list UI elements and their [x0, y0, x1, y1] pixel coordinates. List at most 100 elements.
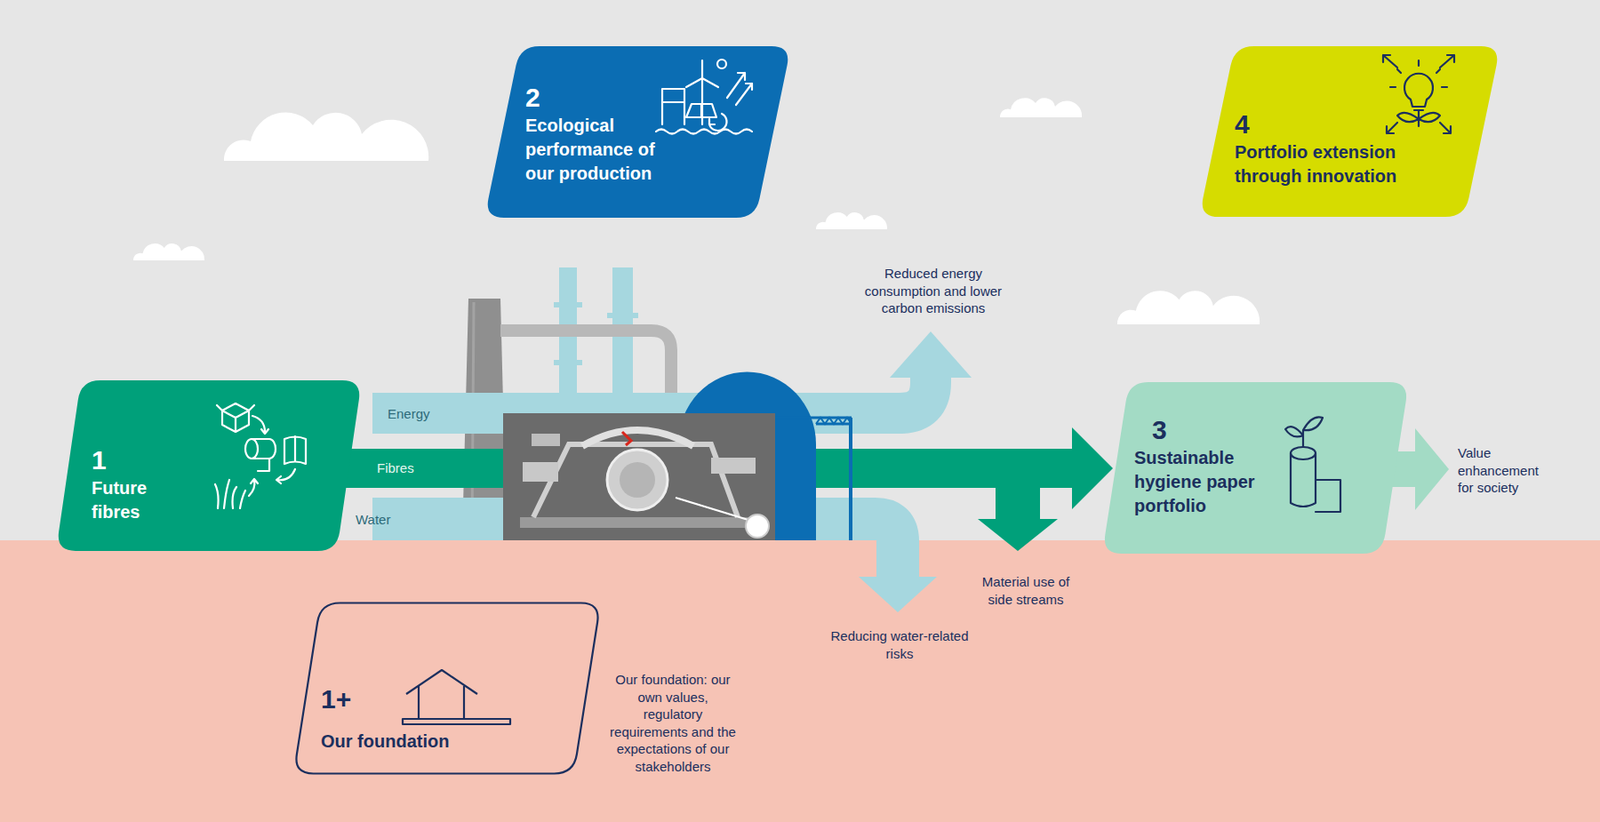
house-icon: [402, 670, 511, 725]
cloud: [224, 112, 429, 161]
innovation-icon: [1383, 55, 1455, 134]
theme-heading: Our foundation: [320, 729, 449, 754]
value-arrow: [1415, 428, 1449, 511]
fibres-icon: [248, 479, 258, 496]
arrow-head: [1072, 427, 1113, 510]
paper-machine: [503, 413, 776, 541]
cloud: [1000, 97, 1082, 118]
theme-heading: Ecological performance of our production: [525, 113, 681, 186]
truss: [816, 417, 852, 424]
portfolio-icon: [1290, 453, 1341, 512]
stack: [559, 267, 577, 419]
value-arrow: [1386, 451, 1417, 488]
theme-shape: [1104, 382, 1407, 554]
cloud: [133, 243, 205, 261]
truss: [848, 417, 853, 541]
cloud: [1117, 290, 1260, 325]
label-box: Reduced energy consumption and lower car…: [848, 264, 1018, 318]
energy-flow: [889, 331, 972, 378]
production-icon: [662, 88, 685, 125]
flow-label: Energy: [387, 405, 459, 424]
truss: [775, 417, 852, 541]
dome: [678, 371, 816, 541]
chimney: [462, 298, 507, 541]
theme-shape: [56, 380, 362, 552]
fibres-icon: [276, 469, 296, 484]
paper-machine: [582, 430, 694, 447]
portfolio-icon: [1285, 416, 1341, 512]
theme-shape: [1199, 46, 1501, 217]
pipe: [500, 330, 672, 418]
theme-heading: Portfolio extension through innovation: [1234, 140, 1435, 189]
paper-machine: [711, 457, 756, 474]
label-box: Value enhancement for society: [1457, 444, 1556, 497]
theme-box: 4Portfolio extension through innovation: [1199, 46, 1501, 217]
chimney: [462, 298, 507, 541]
flow-arrow: [335, 427, 1113, 510]
theme-heading: Future fibres: [91, 476, 172, 525]
dome: [678, 371, 816, 541]
paper-machine: [675, 497, 752, 521]
flow-label-box: Fibres: [375, 459, 416, 478]
flow-label: Reducing water-related risks: [826, 627, 974, 663]
production-icon: [686, 60, 719, 125]
cloud: [816, 212, 888, 230]
fibres-icon: [284, 436, 306, 464]
production-icon: [656, 129, 752, 135]
paper-machine: [745, 514, 769, 538]
paper-machine: [607, 449, 668, 511]
paper-machine: [533, 444, 738, 518]
label-box: Reducing water-related risks: [826, 627, 974, 663]
pipe: [500, 330, 672, 418]
theme-shape: [1102, 382, 1409, 554]
theme-shape: [1202, 46, 1498, 217]
text-group: 3Sustainable hygiene paper portfolio: [1134, 414, 1281, 519]
paper-machine: [522, 462, 559, 482]
label-box: Energy: [387, 405, 459, 424]
side-stream-arrow: [977, 519, 1058, 552]
callout-number: 1+: [320, 683, 449, 716]
label-box: Material use of side streams: [968, 573, 1084, 608]
side-stream-arrow: [995, 480, 1040, 521]
stack: [553, 267, 639, 419]
label-box: Water: [355, 511, 427, 529]
portfolio-icon: [1290, 447, 1316, 460]
chimney: [472, 302, 474, 534]
energy-flow: [372, 376, 931, 414]
theme-box: 2Ecological performance of our productio…: [484, 46, 792, 218]
paper-machine: [619, 462, 656, 498]
theme-shape: [296, 603, 598, 775]
fibres-icon: [251, 439, 276, 472]
paper-machine: [520, 517, 760, 528]
flow-label: Reduced energy consumption and lower car…: [848, 264, 1018, 318]
innovation-icon: [1397, 110, 1440, 127]
text-group: 4Portfolio extension through innovation: [1234, 108, 1435, 189]
theme-box: 3Sustainable hygiene paper portfolio: [1102, 382, 1409, 554]
value-arrow: [1386, 428, 1449, 511]
truss: [775, 417, 852, 424]
flow-label: Our foundation: our own values, regulato…: [606, 671, 740, 776]
fibres-icon: [252, 416, 269, 434]
water-flow: [372, 519, 898, 578]
text-group: 1+ Our foundation: [320, 683, 449, 754]
fibres-icon: [215, 480, 246, 509]
theme-shape: [58, 380, 360, 552]
callout-number: 2: [525, 81, 681, 114]
theme-shape: [488, 46, 789, 218]
flow-band: [335, 448, 1073, 488]
theme-shape: [292, 601, 602, 776]
paper-machine: [531, 433, 560, 447]
fibres-icon: [216, 403, 255, 432]
flow-label: Material use of side streams: [968, 573, 1084, 608]
paper-machine: [622, 432, 632, 446]
stack: [612, 267, 633, 419]
callout-number: 1: [91, 444, 172, 477]
flow-label: Water: [355, 511, 427, 529]
stack: [607, 312, 639, 319]
production-icon: [717, 59, 727, 69]
fibres-icon: [245, 439, 258, 459]
cloud: [133, 97, 1260, 325]
